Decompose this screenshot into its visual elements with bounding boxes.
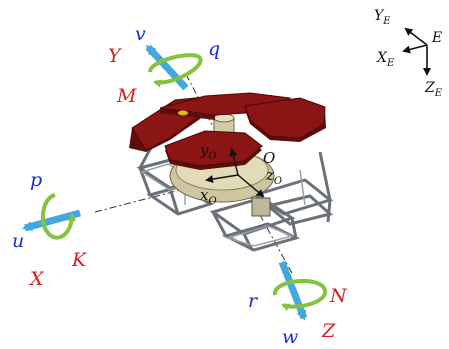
x-axis-dof: p u K X: [12, 169, 88, 290]
body-frame: yO O zO xO: [199, 141, 282, 207]
earth-z-label: ZE: [424, 80, 443, 99]
body-x-label: xO: [200, 186, 217, 207]
earth-y-label: YE: [374, 8, 391, 27]
body-z-label: zO: [265, 166, 282, 187]
body-y-label: yO: [199, 141, 217, 162]
lower-frame: [136, 139, 334, 252]
x-force-label: X: [28, 268, 45, 290]
z-force-label: Z: [321, 320, 336, 342]
earth-frame: YE E XE ZE: [374, 8, 443, 99]
w-velocity-label: w: [282, 326, 298, 348]
z-axis-dof: r N w Z: [248, 260, 348, 348]
p-rotation-arrow: [40, 193, 76, 240]
v-velocity-label: v: [135, 23, 146, 45]
k-moment-label: K: [71, 249, 88, 271]
y-force-label: Y: [108, 45, 123, 67]
q-rotation-arrow: [148, 53, 203, 88]
w-velocity-arrow: [278, 260, 308, 321]
u-velocity-label: u: [12, 230, 24, 252]
r-rotation-arrow: [273, 278, 327, 311]
q-angular-label: q: [208, 38, 220, 60]
p-angular-label: p: [30, 169, 42, 191]
top-plates: [129, 92, 326, 170]
robot-body: [129, 92, 334, 252]
earth-x-label: XE: [376, 50, 395, 69]
earth-origin-label: E: [431, 30, 442, 46]
y-axis-dof: Y M v q: [108, 23, 220, 107]
body-origin-label: O: [263, 149, 275, 167]
v-velocity-arrow: [145, 44, 189, 91]
n-moment-label: N: [329, 285, 348, 307]
r-angular-label: r: [248, 290, 259, 312]
m-moment-label: M: [116, 85, 137, 107]
